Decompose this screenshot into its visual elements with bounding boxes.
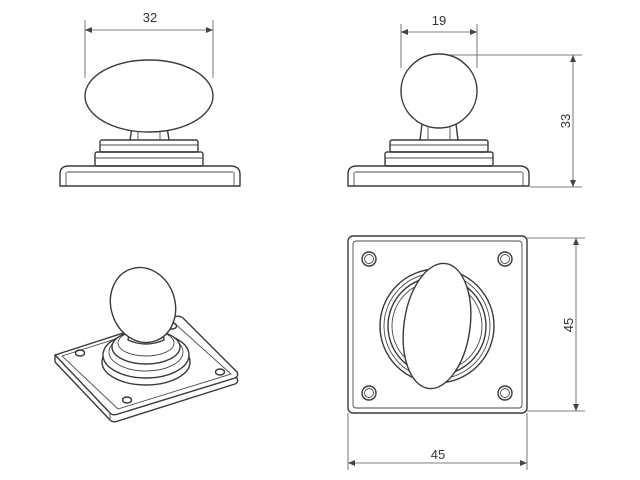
plan-view: 45 45: [347, 235, 585, 470]
side-view: 19 33: [347, 13, 582, 188]
dimension-label-plate-width: 45: [431, 447, 445, 462]
isometric-view: [54, 266, 239, 423]
dimension-label-front-width: 32: [143, 10, 157, 25]
dimension-label-side-height: 33: [558, 114, 573, 128]
dimension-label-side-width: 19: [432, 13, 446, 28]
front-view: 32: [59, 10, 241, 187]
dimension-label-plate-height: 45: [561, 318, 576, 332]
